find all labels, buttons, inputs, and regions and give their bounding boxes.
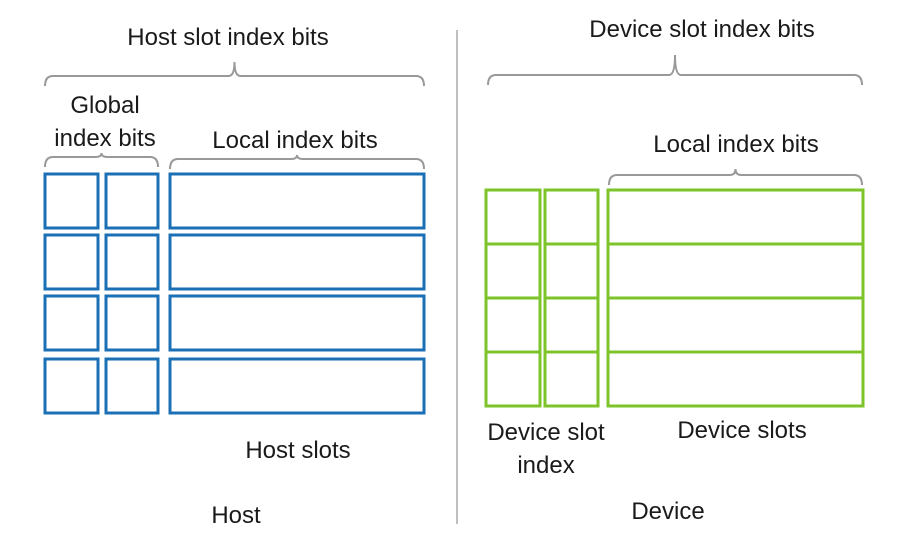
- host-global-index-cell: [43, 357, 100, 415]
- host-slot-row: [168, 357, 426, 415]
- global-index-bits-label-line1: Global: [70, 92, 140, 119]
- host-global-index-cell: [43, 233, 100, 291]
- host-global-index-cell: [104, 172, 160, 230]
- host-section-label: Host: [211, 502, 261, 529]
- device-slot-row: [606, 350, 865, 408]
- host-global-index-cell: [43, 294, 100, 352]
- host-global-index-cell: [104, 233, 160, 291]
- device-section-label: Device: [631, 498, 705, 525]
- device-slot-index-cell: [543, 296, 600, 354]
- host-global-index-cell: [104, 294, 160, 352]
- host-slot-row: [168, 233, 426, 291]
- device-slot-index-label-line1: Device slot: [487, 419, 605, 446]
- device-slot-row: [606, 296, 865, 354]
- host-local-index-bits-brace: [169, 154, 425, 170]
- global-index-bits-brace: [44, 152, 159, 168]
- device-local-index-bits-label: Local index bits: [653, 131, 819, 158]
- host-global-index-cell: [43, 172, 100, 230]
- host-global-index-cell: [104, 357, 160, 415]
- device-slot-index-bits-label: Device slot index bits: [589, 16, 815, 43]
- device-slot-index-cell: [543, 188, 600, 246]
- global-index-bits-label-line2: index bits: [54, 125, 156, 152]
- host-slot-index-bits-brace: [44, 61, 425, 87]
- host-slot-index-bits-label: Host slot index bits: [127, 24, 329, 51]
- host-slot-row: [168, 294, 426, 352]
- device-slots-label: Device slots: [677, 417, 807, 444]
- device-slot-index-cell: [484, 188, 542, 246]
- device-slot-index-cell: [484, 296, 542, 354]
- device-slot-row: [606, 188, 865, 246]
- device-slot-index-cell: [543, 242, 600, 300]
- device-slot-index-cell: [543, 350, 600, 408]
- device-slot-index-bits-brace: [487, 54, 863, 86]
- host-slots-label: Host slots: [245, 437, 351, 464]
- device-slot-index-cell: [484, 350, 542, 408]
- device-local-index-bits-brace: [608, 168, 863, 186]
- device-slot-index-cell: [484, 242, 542, 300]
- host-local-index-bits-label: Local index bits: [212, 127, 378, 154]
- host-slot-row: [168, 172, 426, 230]
- device-slot-index-label-line2: index: [517, 452, 575, 479]
- device-slot-row: [606, 242, 865, 300]
